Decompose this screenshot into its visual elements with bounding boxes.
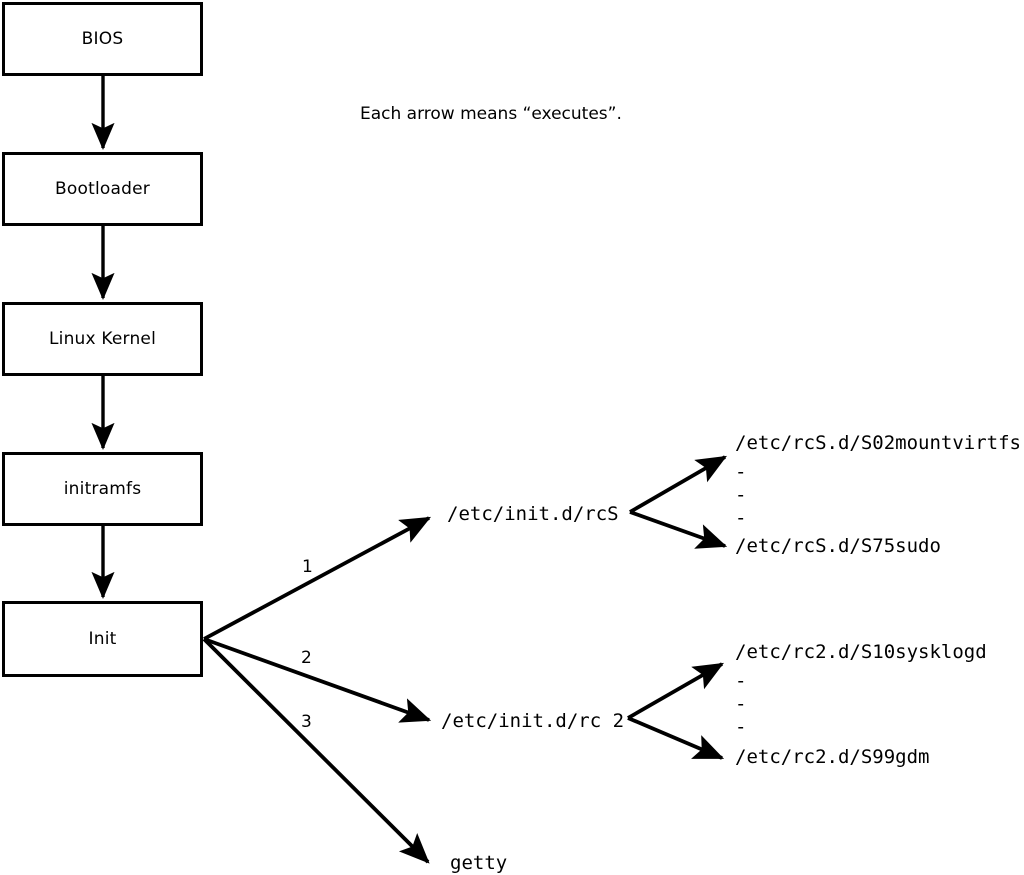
node-bios: BIOS <box>2 2 203 76</box>
node-bios-label: BIOS <box>81 29 124 49</box>
rcS-ellipsis-dash-2: - <box>735 484 747 506</box>
target-getty-label: getty <box>450 852 508 874</box>
edge-number-2: 2 <box>301 648 312 668</box>
rc2-script-last: /etc/rc2.d/S99gdm <box>735 746 930 768</box>
rcS-ellipsis-dash-1: - <box>735 461 747 483</box>
rcS-ellipsis-dash-3: - <box>735 507 747 529</box>
rcS-script-first: /etc/rcS.d/S02mountvirtfs <box>735 432 1021 454</box>
node-linux-kernel: Linux Kernel <box>2 302 203 376</box>
init-arrow-1 <box>203 516 432 641</box>
target-rc2-label: /etc/init.d/rc 2 <box>441 710 625 732</box>
rc2-ellipsis-dash-1: - <box>735 670 747 692</box>
node-linux-kernel-label: Linux Kernel <box>48 329 156 349</box>
init-arrow-2 <box>203 637 432 723</box>
rc2-branch-arrows <box>627 662 725 760</box>
node-init: Init <box>2 601 203 677</box>
init-fanout-arrows <box>202 516 432 864</box>
rcS-branch-arrows <box>629 455 728 549</box>
edge-number-3: 3 <box>301 712 312 732</box>
init-arrow-3 <box>202 637 430 864</box>
node-bootloader-label: Bootloader <box>55 179 150 199</box>
rc2-ellipsis-dash-3: - <box>735 716 747 738</box>
target-rcS-label: /etc/init.d/rcS <box>447 503 619 525</box>
node-init-label: Init <box>88 629 117 649</box>
node-bootloader: Bootloader <box>2 152 203 226</box>
rc2-ellipsis-dash-2: - <box>735 693 747 715</box>
edge-number-1: 1 <box>302 557 313 577</box>
caption-each-arrow-means-executes: Each arrow means “executes”. <box>360 104 622 124</box>
node-initramfs-label: initramfs <box>63 479 142 499</box>
node-initramfs: initramfs <box>2 452 203 526</box>
rc2-script-first: /etc/rc2.d/S10sysklogd <box>735 641 987 663</box>
rcS-script-last: /etc/rcS.d/S75sudo <box>735 535 941 557</box>
